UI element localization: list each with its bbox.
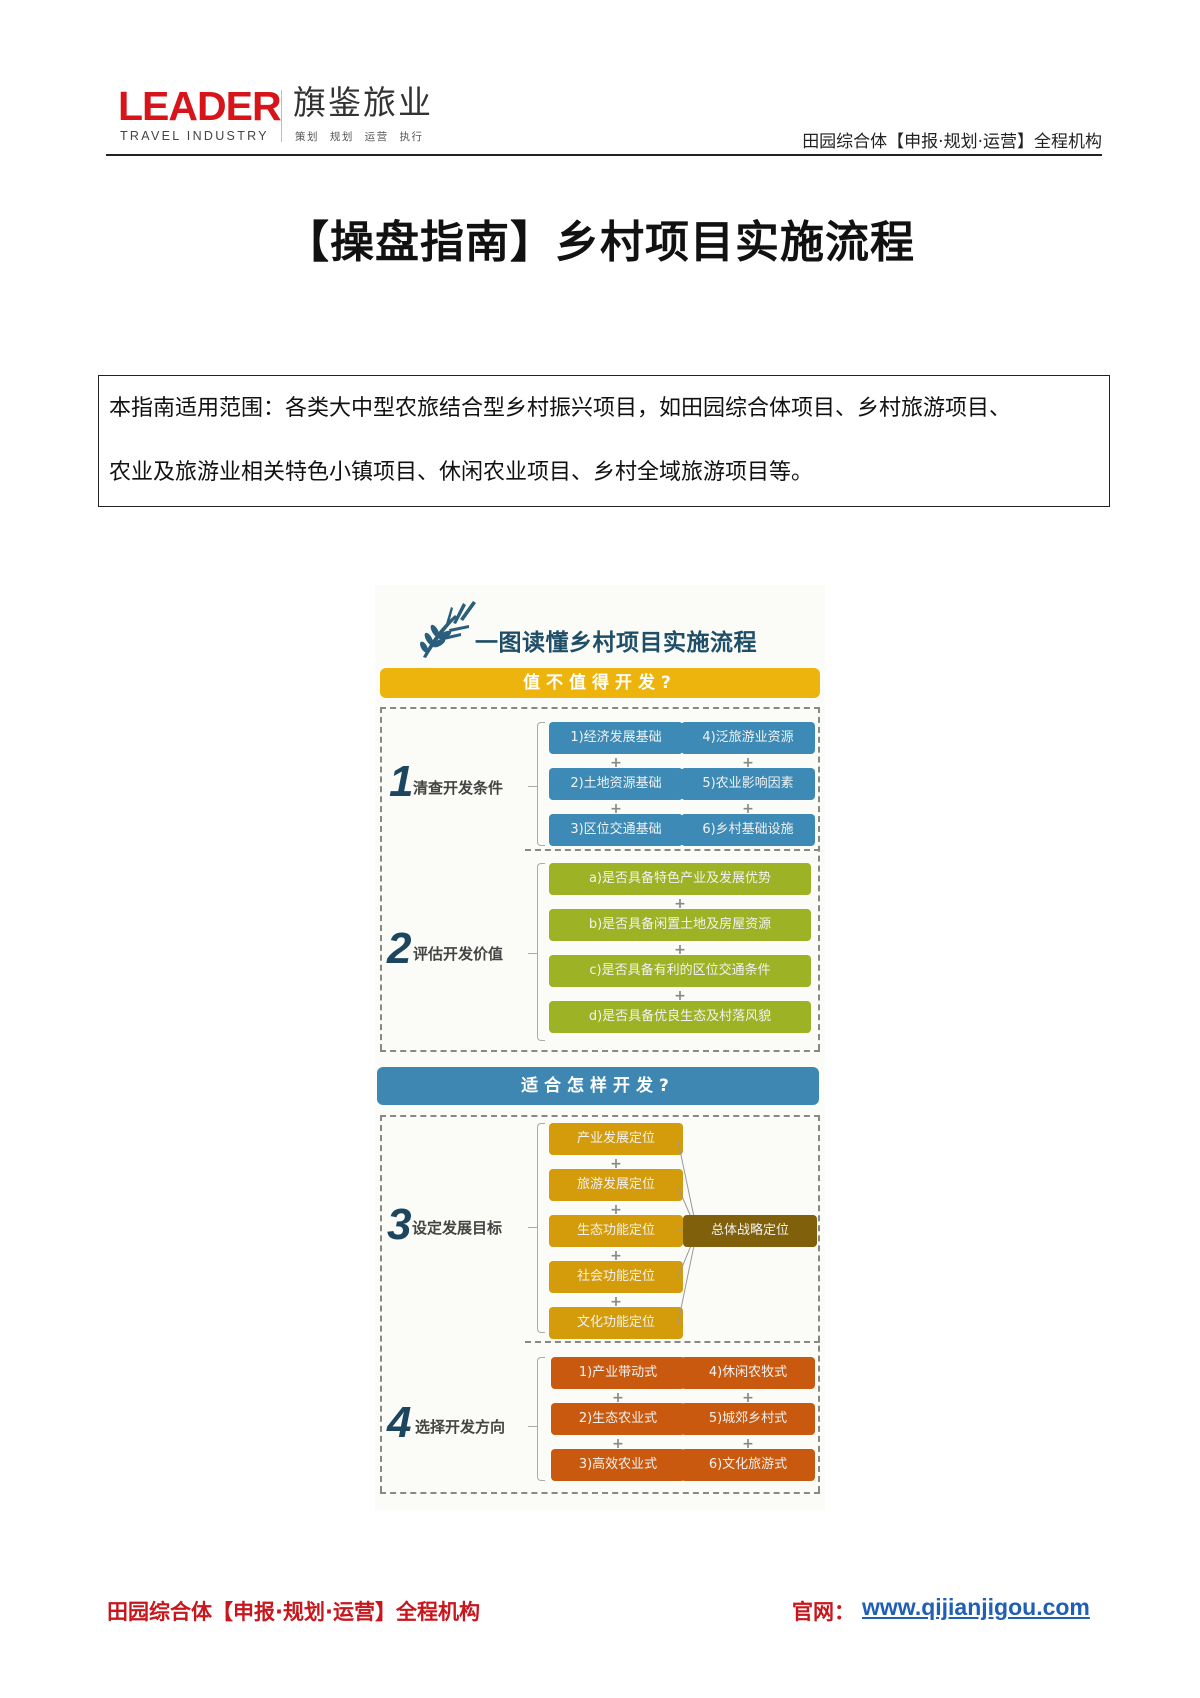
connector: [528, 786, 538, 787]
header-slogan: 田园综合体【申报·规划·运营】全程机构: [802, 132, 1102, 152]
target-box: 生态功能定位: [549, 1215, 683, 1247]
plus-icon: +: [610, 801, 622, 817]
dashed-border: [380, 707, 382, 1050]
connector: [528, 1426, 538, 1427]
condition-box: 6)乡村基础设施: [681, 814, 815, 846]
footer-site-link[interactable]: www.qijianjigou.com: [862, 1594, 1090, 1620]
step-4-label: 选择开发方向: [415, 1418, 506, 1436]
plus-icon: +: [610, 1156, 622, 1172]
footer-slogan: 田园综合体【申报·规划·运营】全程机构: [107, 1600, 480, 1624]
target-box: 文化功能定位: [549, 1307, 683, 1339]
flow-infographic: 一图读懂乡村项目实施流程 值不值得开发? 1 清查开发条件 1)经济发展基础 +…: [375, 585, 825, 1510]
dashed-border: [818, 1115, 820, 1492]
plus-icon: +: [610, 755, 622, 771]
intro-line-1: 本指南适用范围：各类大中型农旅结合型乡村振兴项目，如田园综合体项目、乡村旅游项目…: [109, 396, 1012, 421]
intro-line-2: 农业及旅游业相关特色小镇项目、休闲农业项目、乡村全域旅游项目等。: [109, 460, 814, 485]
logo-subtitle: TRAVEL INDUSTRY: [120, 129, 269, 143]
step-1-number: 1: [389, 757, 414, 806]
plus-icon: +: [612, 1436, 624, 1452]
target-box: 社会功能定位: [549, 1261, 683, 1293]
section-banner-worth: 值不值得开发?: [380, 668, 820, 698]
dashed-border: [380, 1115, 820, 1117]
logo-leader: LEADER: [118, 83, 282, 129]
value-box: c)是否具备有利的区位交通条件: [549, 955, 811, 987]
direction-box: 3)高效农业式: [551, 1449, 685, 1481]
dashed-divider: [525, 849, 820, 851]
step-2-label: 评估开发价值: [413, 945, 504, 963]
condition-box: 1)经济发展基础: [549, 722, 683, 754]
logo-chinese-subtitle: 策划 规划 运营 执行: [295, 131, 424, 143]
dashed-border: [380, 1050, 820, 1052]
direction-box: 1)产业带动式: [551, 1357, 685, 1389]
step-3-number: 3: [387, 1200, 412, 1249]
direction-box: 5)城郊乡村式: [681, 1403, 815, 1435]
dashed-divider: [525, 1341, 820, 1343]
dashed-border: [818, 707, 820, 1050]
section-banner-how: 适合怎样开发?: [377, 1067, 819, 1105]
step-2-number: 2: [387, 924, 412, 973]
condition-box: 5)农业影响因素: [681, 768, 815, 800]
wheat-icon: [420, 601, 476, 658]
plus-icon: +: [742, 1390, 754, 1406]
direction-box: 6)文化旅游式: [681, 1449, 815, 1481]
infographic-title: 一图读懂乡村项目实施流程: [475, 630, 757, 656]
bracket: [537, 1357, 545, 1481]
target-box: 产业发展定位: [549, 1123, 683, 1155]
bracket: [537, 1123, 545, 1333]
bracket: [537, 863, 545, 1041]
logo-chinese: 旗鉴旅业: [293, 83, 433, 122]
plus-icon: +: [674, 942, 686, 958]
step-4-number: 4: [387, 1398, 412, 1447]
step-1-label: 清查开发条件: [413, 779, 504, 797]
plus-icon: +: [610, 1248, 622, 1264]
dashed-border: [380, 707, 820, 709]
connector: [528, 1227, 538, 1228]
page-title: 【操盘指南】乡村项目实施流程: [285, 217, 915, 268]
plus-icon: +: [742, 755, 754, 771]
plus-icon: +: [674, 896, 686, 912]
direction-box: 2)生态农业式: [551, 1403, 685, 1435]
dashed-border: [380, 1492, 820, 1494]
value-box: b)是否具备闲置土地及房屋资源: [549, 909, 811, 941]
footer-site-label: 官网：: [792, 1600, 855, 1624]
connector: [528, 953, 538, 954]
plus-icon: +: [612, 1390, 624, 1406]
condition-box: 4)泛旅游业资源: [681, 722, 815, 754]
condition-box: 3)区位交通基础: [549, 814, 683, 846]
target-box: 旅游发展定位: [549, 1169, 683, 1201]
plus-icon: +: [610, 1294, 622, 1310]
direction-box: 4)休闲农牧式: [681, 1357, 815, 1389]
logo-divider: [281, 90, 282, 142]
bracket: [537, 722, 545, 846]
plus-icon: +: [742, 1436, 754, 1452]
step-3-label: 设定发展目标: [412, 1219, 503, 1237]
value-box: a)是否具备特色产业及发展优势: [549, 863, 811, 895]
plus-icon: +: [674, 988, 686, 1004]
dashed-border: [380, 1115, 382, 1492]
plus-icon: +: [742, 801, 754, 817]
intro-box: 本指南适用范围：各类大中型农旅结合型乡村振兴项目，如田园综合体项目、乡村旅游项目…: [98, 375, 1110, 507]
header-divider: [106, 154, 1102, 156]
condition-box: 2)土地资源基础: [549, 768, 683, 800]
overall-strategy-box: 总体战略定位: [683, 1215, 817, 1247]
value-box: d)是否具备优良生态及村落风貌: [549, 1001, 811, 1033]
plus-icon: +: [610, 1202, 622, 1218]
